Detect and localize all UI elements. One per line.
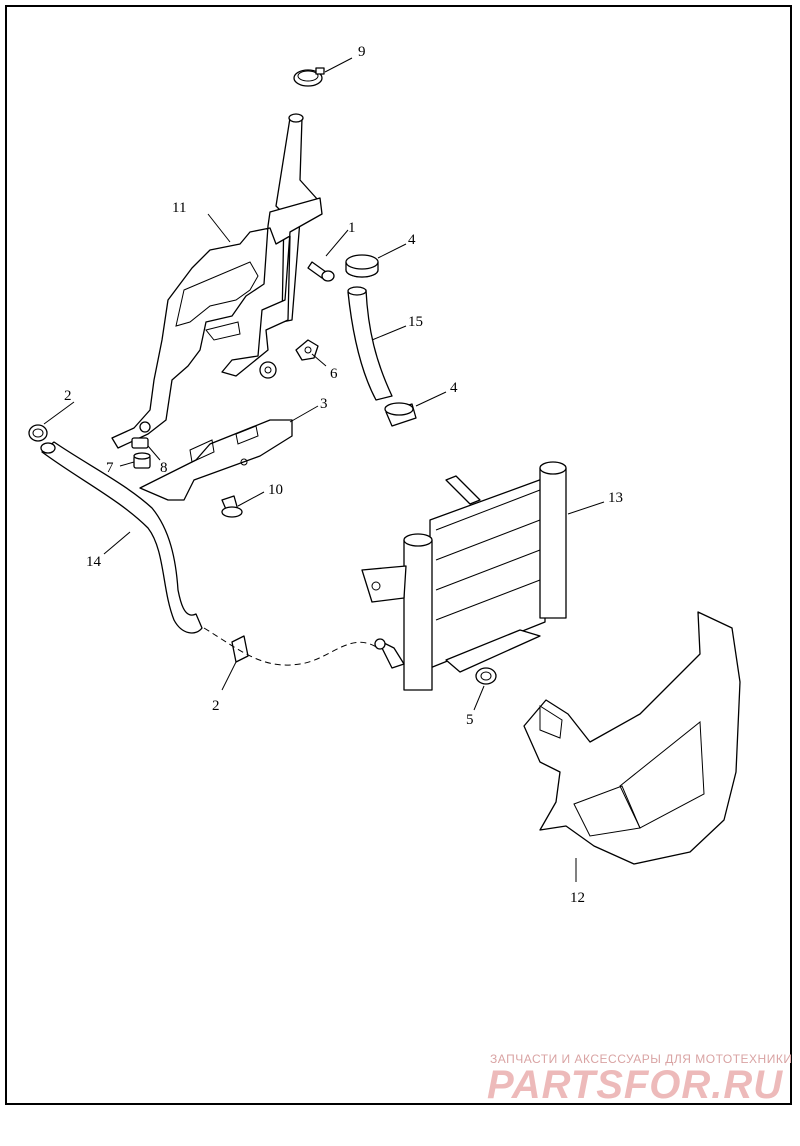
part-3-lower-bracket (139, 419, 293, 501)
callout-5: 5 (466, 712, 474, 728)
part-14-long-hose (40, 441, 203, 634)
part-2-fitting-lower (231, 635, 249, 663)
callout-9: 9 (358, 44, 366, 60)
watermark-logo: PARTSFOR.RU (487, 1063, 784, 1107)
callout-8: 8 (160, 460, 168, 476)
callout-4-upper: 4 (408, 232, 416, 248)
callout-4-lower: 4 (450, 380, 458, 396)
part-13-radiator (361, 461, 567, 691)
part-9-hose-clamp (293, 67, 325, 87)
part-10-screw (221, 495, 243, 518)
part-4-clamp-upper (345, 254, 379, 278)
part-12-cover (523, 611, 741, 865)
connection-path (203, 627, 379, 666)
callout-2-upper: 2 (64, 388, 72, 404)
part-5-grommet (475, 667, 497, 685)
part-4-clamp-lower (384, 402, 417, 427)
callout-1: 1 (348, 220, 356, 236)
callout-2-lower: 2 (212, 698, 220, 714)
callout-11: 11 (172, 200, 186, 216)
callout-14: 14 (86, 554, 102, 570)
callout-13: 13 (608, 490, 623, 506)
part-15-hose (347, 286, 393, 401)
callout-15: 15 (408, 314, 423, 330)
watermark-tagline: ЗАПЧАСТИ И АКСЕССУАРЫ ДЛЯ МОТОТЕХНИКИ (490, 1052, 793, 1066)
callout-labels: 9 11 1 4 15 6 4 3 2 8 7 10 14 2 13 5 12 (64, 44, 623, 906)
leader-lines (43, 57, 605, 882)
part-1-bolt (307, 261, 335, 282)
callout-6: 6 (330, 366, 338, 382)
part-8-bolt (131, 437, 149, 449)
drawing-frame (5, 5, 792, 1105)
callout-10: 10 (268, 482, 283, 498)
callout-7: 7 (106, 460, 114, 476)
callout-3: 3 (320, 396, 328, 412)
part-2-cap-upper (28, 424, 48, 442)
callout-12: 12 (570, 890, 585, 906)
part-7-bolt (133, 452, 151, 469)
part-6-clip (295, 339, 319, 361)
part-11-radiator-bracket (111, 113, 323, 449)
